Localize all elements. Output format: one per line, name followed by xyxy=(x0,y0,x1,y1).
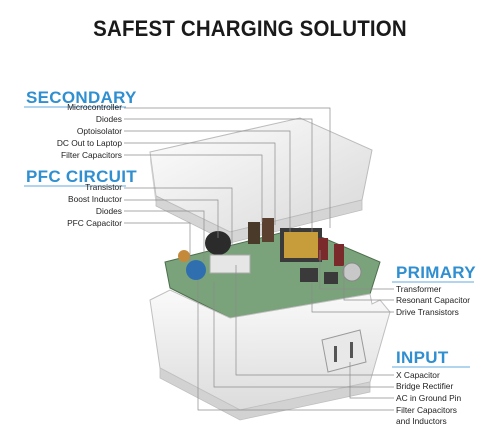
input-item-filter-capacitors: Filter Capacitors xyxy=(396,405,457,415)
charger-lid xyxy=(149,117,373,244)
primary-item-drive-transistors: Drive Transistors xyxy=(396,307,459,317)
input-item-ac-ground-pin: AC in Ground Pin xyxy=(396,393,462,403)
secondary-item-diodes: Diodes xyxy=(95,114,122,124)
leader-lines-secondary xyxy=(124,107,331,232)
input-item-bridge-rectifier: Bridge Rectifier xyxy=(396,381,454,391)
input-item-inductors: and Inductors xyxy=(396,416,447,426)
pfc-item-pfc-capacitor: PFC Capacitor xyxy=(67,218,122,228)
leader-lines-primary xyxy=(311,250,394,313)
pfc-item-diodes: Diodes xyxy=(95,206,122,216)
input-heading: INPUT xyxy=(396,348,449,367)
pfc-item-transistor: Transistor xyxy=(85,182,122,192)
page-title: SAFEST CHARGING SOLUTION xyxy=(93,16,407,41)
leader-lines-pfc xyxy=(124,187,233,262)
primary-item-transformer: Transformer xyxy=(396,284,442,294)
pfc-heading: PFC CIRCUIT xyxy=(26,167,137,186)
pfc-item-boost-inductor: Boost Inductor xyxy=(67,194,122,204)
secondary-heading: SECONDARY xyxy=(26,88,137,107)
input-item-x-capacitor: X Capacitor xyxy=(396,370,440,380)
leader-lines-input xyxy=(197,265,394,411)
primary-item-resonant-capacitor: Resonant Capacitor xyxy=(396,295,471,305)
secondary-item-filter-capacitors: Filter Capacitors xyxy=(61,150,122,160)
secondary-item-optoisolator: Optoisolator xyxy=(76,126,122,136)
secondary-item-microcontroller: Microcontroller xyxy=(67,102,122,112)
circuit-board xyxy=(164,218,381,319)
primary-heading: PRIMARY xyxy=(396,263,476,282)
secondary-item-dc-out: DC Out to Laptop xyxy=(56,138,122,148)
